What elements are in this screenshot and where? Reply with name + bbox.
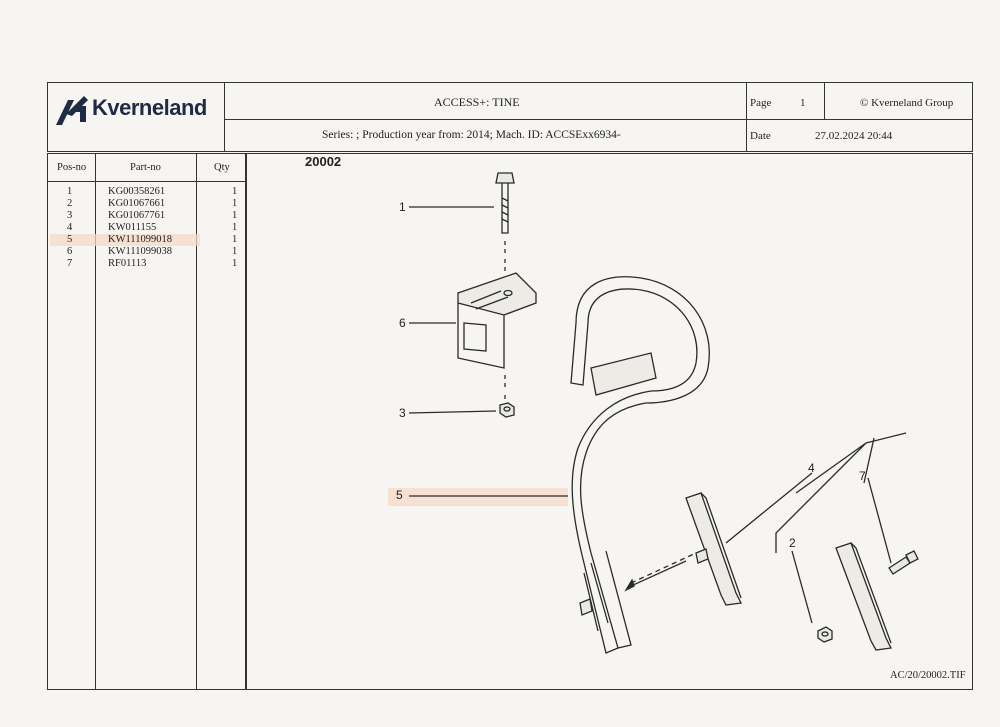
- callout-5-highlight: [388, 488, 568, 506]
- table-row[interactable]: 4 KW011155 1: [0, 222, 246, 234]
- callout-6[interactable]: 6: [399, 316, 406, 330]
- callout-5[interactable]: 5: [396, 488, 403, 502]
- row-part: KG01067661: [108, 198, 166, 209]
- row-pos: 3: [67, 210, 73, 221]
- row-qty: 1: [232, 210, 238, 221]
- bolt-icon: [495, 172, 515, 234]
- file-reference: AC/20/20002.TIF: [890, 670, 966, 681]
- brand-name: Kverneland: [92, 95, 207, 120]
- bracket-icon: [457, 272, 537, 369]
- drawing-frame: [246, 153, 973, 690]
- row-qty: 1: [232, 186, 238, 197]
- row-pos: 1: [67, 186, 73, 197]
- row-pos: 4: [67, 222, 73, 233]
- row-qty: 1: [232, 198, 238, 209]
- callout-4[interactable]: 4: [808, 461, 815, 475]
- callout-2[interactable]: 2: [789, 536, 796, 550]
- parts-table: [47, 153, 246, 690]
- table-row[interactable]: 3 KG01067761 1: [0, 210, 246, 222]
- spring-tine-icon: [570, 276, 710, 654]
- row-qty: 1: [232, 222, 238, 233]
- row-pos: 6: [67, 246, 73, 257]
- row-part: KW111099038: [108, 246, 172, 257]
- row-part: KW111099018: [108, 234, 172, 245]
- row-qty: 1: [232, 234, 238, 245]
- page-label: Page: [750, 97, 772, 109]
- col-header-pos: Pos-no: [57, 162, 87, 173]
- table-row[interactable]: 7 RF01113 1: [0, 258, 246, 270]
- row-part: RF01113: [108, 258, 147, 269]
- tine-point-spare-icon: [835, 542, 892, 651]
- col-header-part: Part-no: [130, 162, 161, 173]
- col-header-qty: Qty: [214, 162, 230, 173]
- header-frame: [47, 82, 973, 152]
- table-row[interactable]: 2 KG01067661 1: [0, 198, 246, 210]
- row-qty: 1: [232, 246, 238, 257]
- row-part: KG01067761: [108, 210, 166, 221]
- row-qty: 1: [232, 258, 238, 269]
- page-title: ACCESS+: TINE: [434, 95, 520, 109]
- callout-1[interactable]: 1: [399, 200, 406, 214]
- drawing-number: 20002: [305, 154, 342, 169]
- table-row[interactable]: 1 KG00358261 1: [0, 186, 246, 198]
- row-pos: 5: [67, 234, 73, 245]
- copyright: © Kverneland Group: [860, 97, 954, 109]
- row-highlight: [50, 234, 200, 246]
- tine-exploded-drawing: [408, 172, 919, 654]
- date-label: Date: [750, 130, 771, 142]
- table-row-highlighted[interactable]: 5 KW111099018 1: [0, 234, 246, 246]
- page-number: 1: [800, 97, 806, 109]
- row-part: KG00358261: [108, 186, 166, 197]
- date-value: 27.02.2024 20:44: [815, 130, 893, 142]
- table-row[interactable]: 6 KW111099038 1: [0, 246, 246, 258]
- nut-small-icon: [817, 626, 833, 643]
- kverneland-logo-icon: [56, 96, 88, 125]
- nut-icon: [499, 402, 515, 418]
- row-pos: 7: [67, 258, 73, 269]
- tine-point-icon: [685, 492, 742, 606]
- series-info: Series: ; Production year from: 2014; Ma…: [322, 129, 621, 141]
- callout-3[interactable]: 3: [399, 406, 406, 420]
- row-part: KW011155: [108, 222, 157, 233]
- bolt-small-icon: [888, 550, 919, 575]
- callout-7[interactable]: 7: [859, 469, 866, 483]
- row-pos: 2: [67, 198, 73, 209]
